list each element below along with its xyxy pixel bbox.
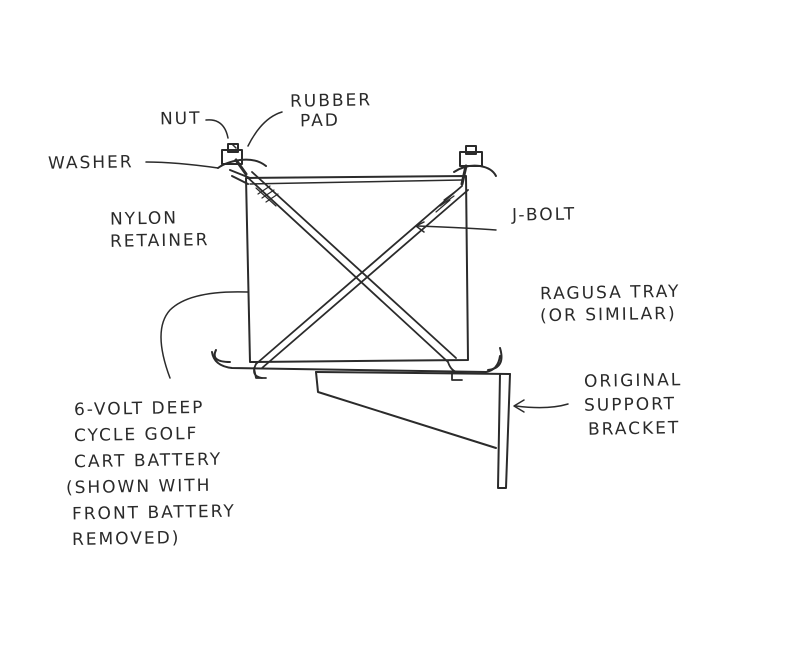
label-tray-line2: (OR SIMILAR) — [539, 303, 677, 327]
label-nylon-retainer-line1: NYLON — [109, 208, 179, 230]
label-bracket-line2: SUPPORT — [583, 394, 677, 416]
ragusa-tray — [211, 347, 503, 381]
label-battery-line5: FRONT BATTERY — [71, 501, 236, 525]
left-hardware — [217, 143, 267, 185]
j-bolt-left — [245, 171, 463, 374]
label-bracket-line1: ORIGINAL — [583, 370, 683, 392]
label-battery-line2: CYCLE GOLF — [73, 423, 199, 447]
battery-top-edge — [249, 179, 463, 185]
right-hardware — [453, 145, 497, 186]
support-bracket — [315, 371, 511, 489]
label-battery-line6: REMOVED) — [71, 528, 181, 550]
label-bracket-line3: BRACKET — [587, 418, 681, 440]
battery-body — [245, 175, 469, 363]
leader-lines — [145, 111, 569, 413]
label-nut: NUT — [159, 108, 202, 130]
label-battery-line1: 6-VOLT DEEP — [73, 397, 205, 421]
j-bolt-right — [253, 185, 469, 379]
label-washer: WASHER — [47, 152, 134, 174]
label-battery-line4: (SHOWN WITH — [65, 475, 212, 499]
label-nylon-retainer-line2: RETAINER — [109, 230, 210, 252]
label-j-bolt: J-BOLT — [511, 204, 577, 226]
label-tray-line1: RAGUSA TRAY — [539, 281, 681, 305]
label-rubber-pad-line2: PAD — [299, 110, 341, 132]
label-battery-line3: CART BATTERY — [73, 449, 223, 473]
